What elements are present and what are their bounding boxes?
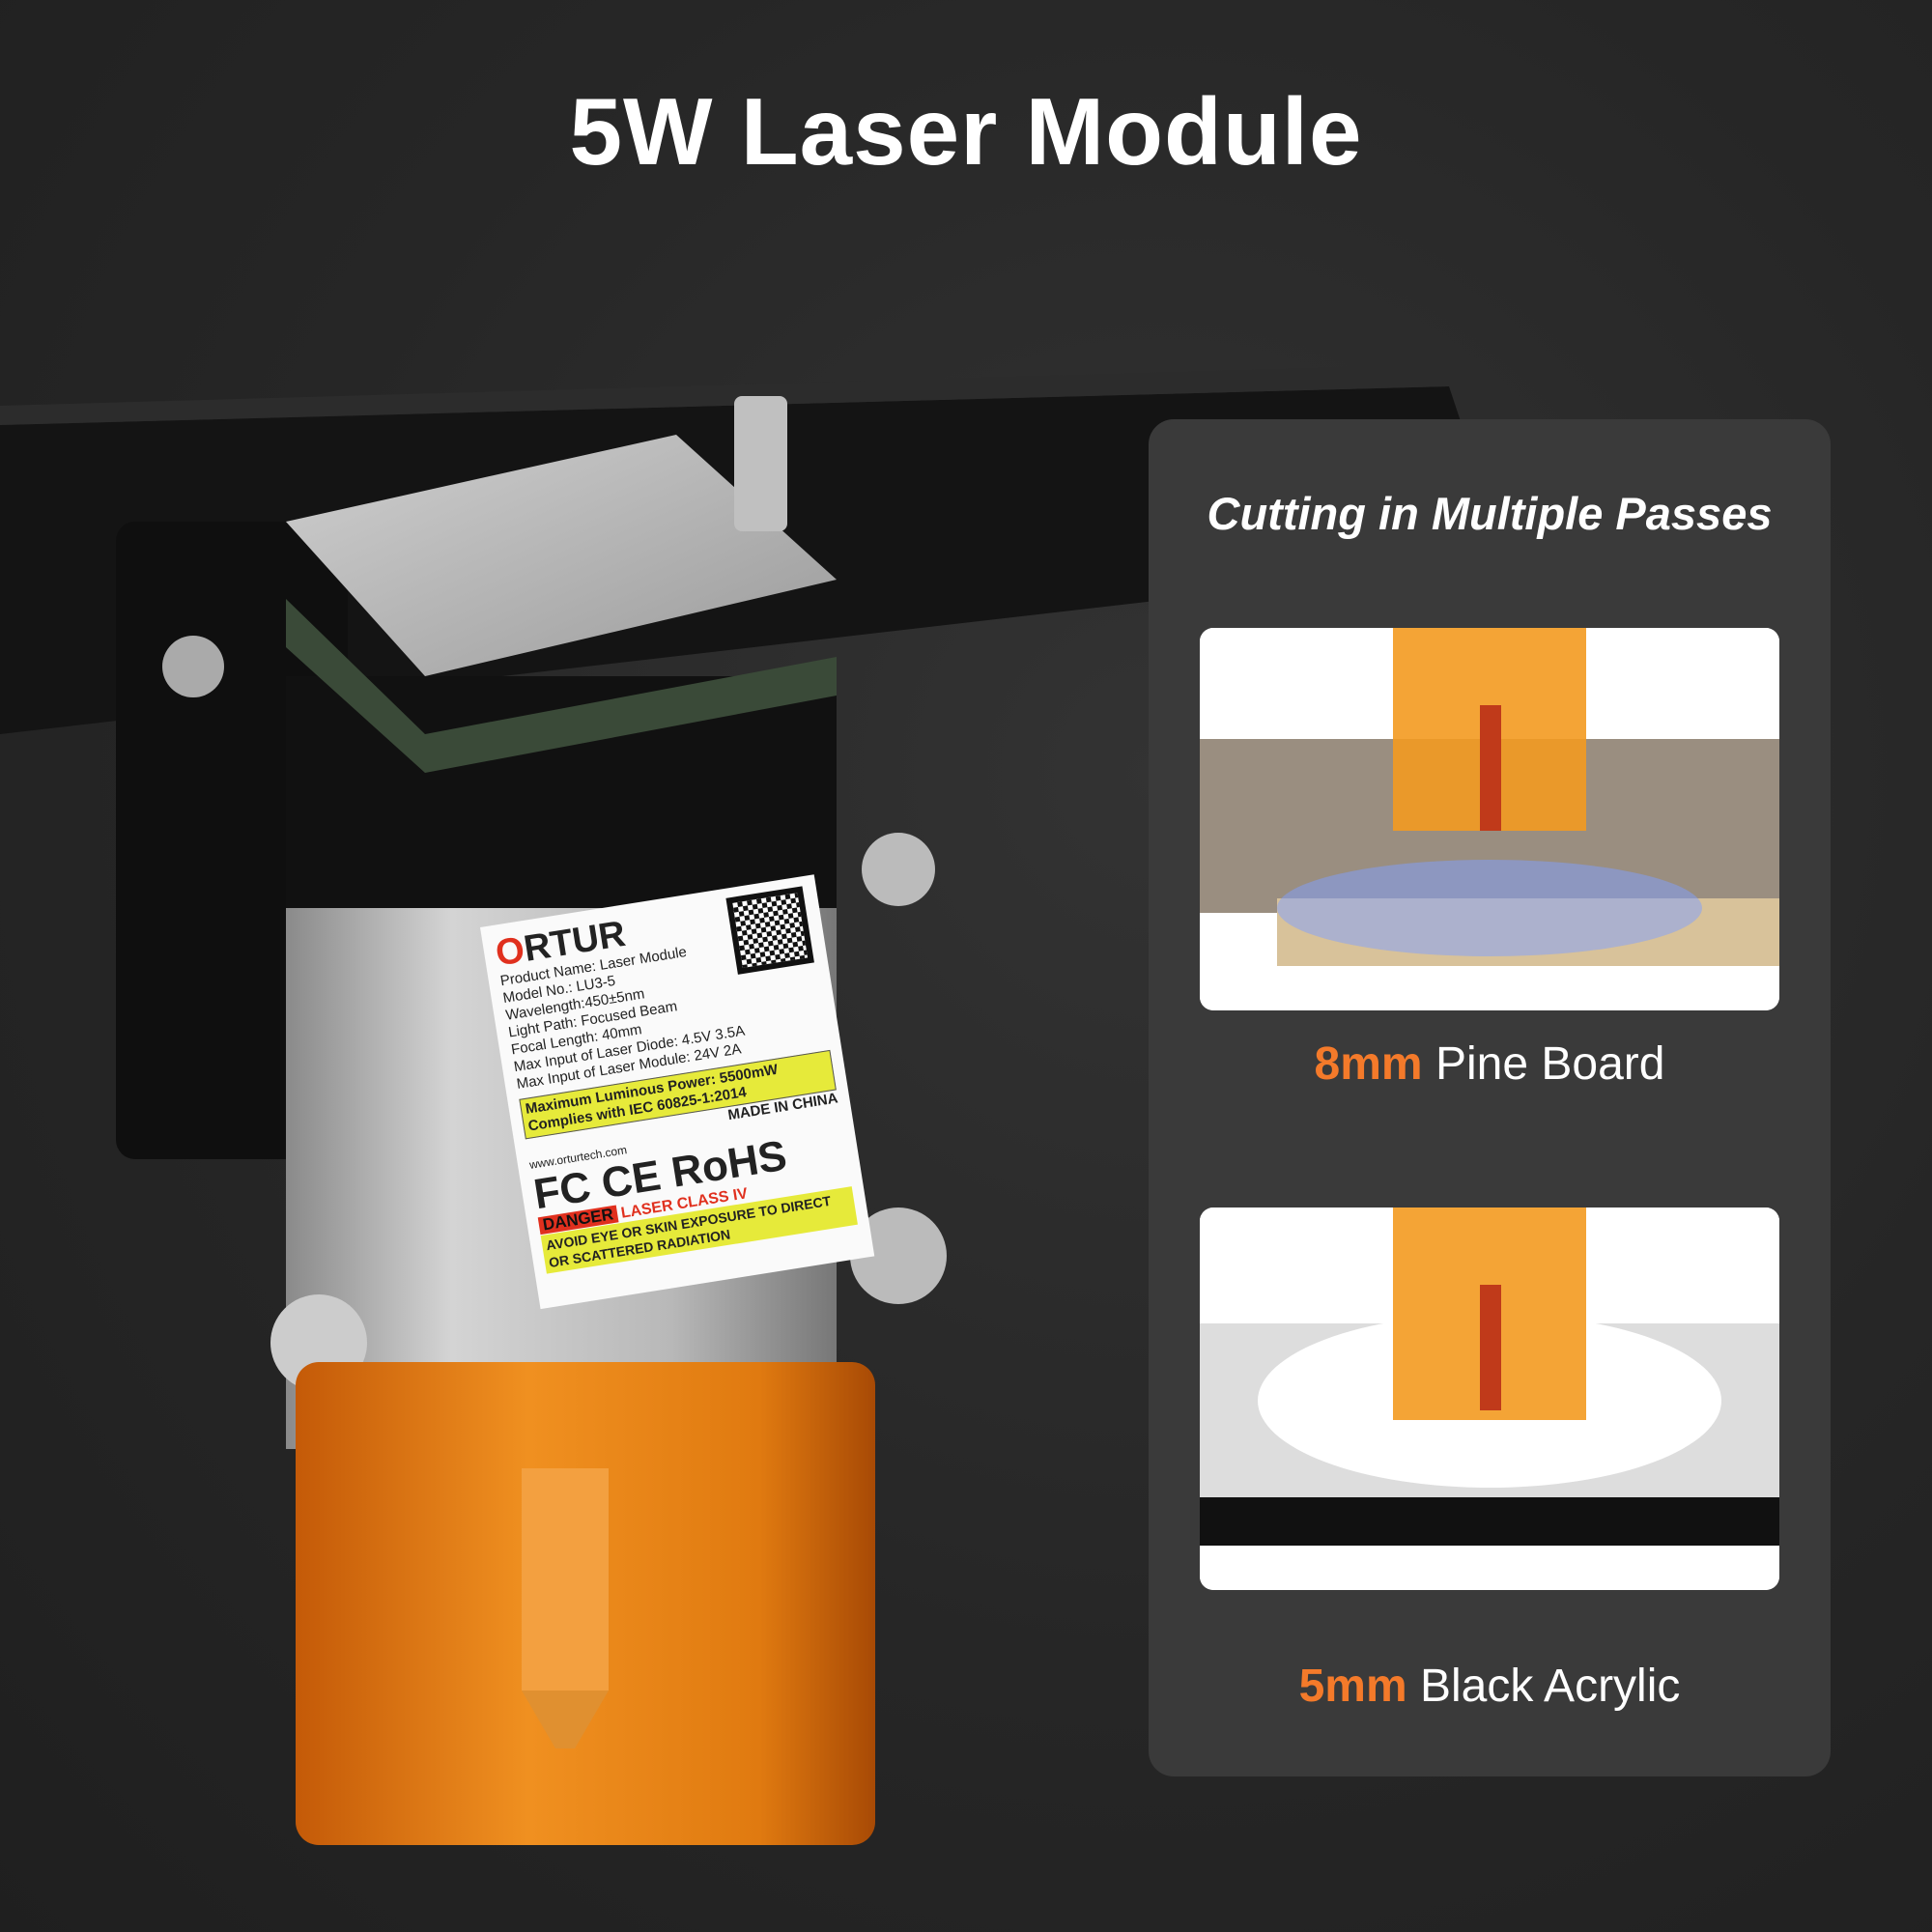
nozzle xyxy=(522,1468,609,1690)
caption-thickness: 5mm xyxy=(1298,1661,1407,1712)
caption-black-acrylic: 5mm Black Acrylic xyxy=(1149,1660,1831,1713)
panel-title: Cutting in Multiple Passes xyxy=(1207,488,1773,539)
caption-material: Pine Board xyxy=(1422,1038,1665,1090)
qr-code-icon xyxy=(725,886,814,975)
nozzle-tip xyxy=(522,1690,609,1748)
caption-material: Black Acrylic xyxy=(1406,1661,1681,1712)
passes-panel: Cutting in Multiple Passes 8mm Pine Boar… xyxy=(1149,419,1831,1776)
screw-icon xyxy=(162,636,224,697)
pcb-layer xyxy=(286,599,837,773)
black-acrylic-image xyxy=(1200,1208,1779,1590)
bracket-tab xyxy=(734,396,787,531)
page-title: 5W Laser Module xyxy=(569,78,1363,185)
knob-icon xyxy=(862,833,935,906)
pine-board-image xyxy=(1200,628,1779,1010)
caption-thickness: 8mm xyxy=(1314,1038,1423,1090)
rail-top xyxy=(0,367,1449,425)
top-plate xyxy=(286,435,837,676)
caption-pine-board: 8mm Pine Board xyxy=(1149,1037,1831,1091)
product-label: ORTUR Product Name: Laser Module Model N… xyxy=(480,874,875,1310)
knob-icon xyxy=(850,1208,947,1304)
